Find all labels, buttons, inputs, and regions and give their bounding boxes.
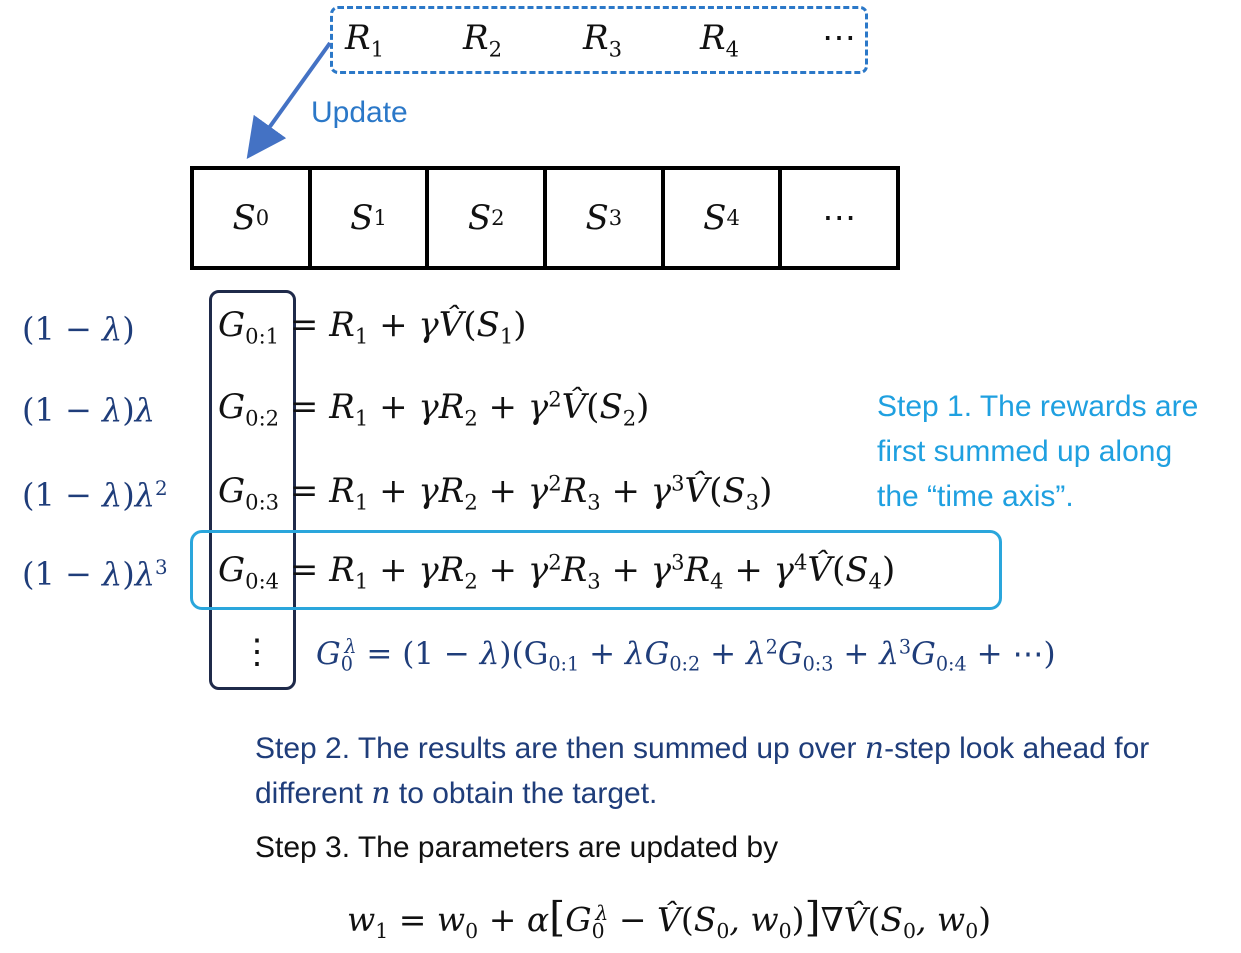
weight-4: (1 − λ)λ3 bbox=[22, 555, 168, 593]
return-g02: G0:2 = R1 + γR2 + γ2V̂(S2) bbox=[218, 386, 650, 431]
rewards-dashed-box bbox=[330, 6, 868, 74]
reward-r2: R2 bbox=[463, 18, 503, 62]
weight-1: (1 − λ) bbox=[22, 310, 135, 348]
update-arrow-icon bbox=[246, 41, 332, 159]
return-g04: G0:4 = R1 + γR2 + γ2R3 + γ3R4 + γ4V̂(S4) bbox=[218, 549, 896, 594]
return-g03: G0:3 = R1 + γR2 + γ2R3 + γ3V̂(S3) bbox=[218, 470, 773, 515]
update-label: Update bbox=[311, 96, 408, 129]
reward-ellipsis: ⋯ bbox=[822, 18, 856, 58]
reward-r4: R4 bbox=[700, 18, 740, 62]
returns-column-box bbox=[209, 290, 296, 690]
weight-3: (1 − λ)λ2 bbox=[22, 476, 168, 514]
reward-r1: R1 bbox=[345, 18, 385, 62]
state-ellipsis: ⋯ bbox=[822, 198, 857, 238]
lambda-return-equation: G0λ = (1 − λ)(G0:1 + λG0:2 + λ2G0:3 + λ3… bbox=[316, 635, 1056, 676]
four-step-return-highlight bbox=[190, 530, 1002, 610]
parameter-update-equation: w1 = w0 + α[G0λ − V̂(S0, w0)]∇V̂(S0, w0) bbox=[347, 893, 992, 944]
return-g01: G0:1 = R1 + γV̂(S1) bbox=[218, 305, 527, 349]
step1-text: Step 1. The rewards are first summed up … bbox=[877, 390, 1199, 513]
vertical-ellipsis: ⋮ bbox=[240, 632, 274, 672]
step3-text: Step 3. The parameters are updated by bbox=[255, 831, 779, 864]
step2-text: Step 2. The results are then summed up o… bbox=[255, 731, 1150, 811]
weight-2: (1 − λ)λ bbox=[22, 391, 156, 429]
reward-r3: R3 bbox=[583, 18, 623, 62]
